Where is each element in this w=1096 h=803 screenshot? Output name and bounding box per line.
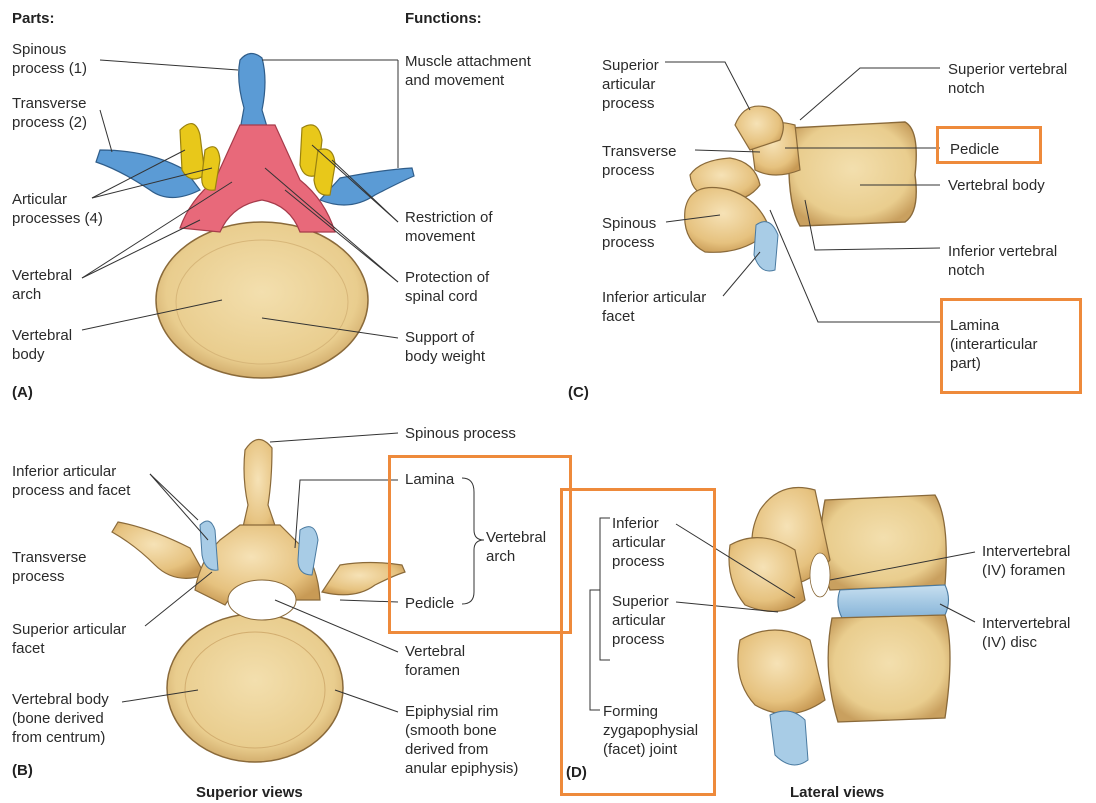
leader-b-superior [145,572,212,626]
panel-a-vertebra [96,53,414,378]
transverse-process-left-b [112,522,205,578]
label-b-spinous: Spinous process [405,424,516,443]
iv-foramen-d [810,553,830,597]
leader-b-rim [335,690,398,712]
leader-c-inferior [723,252,760,296]
panel-d-vertebrae [729,488,950,765]
highlight-pedicle-c [936,126,1042,164]
lower-process-d [738,630,825,714]
vertebral-foramen-b [228,580,296,620]
panel-letter-c: (C) [568,384,589,401]
leader-b-spinous [270,433,398,442]
leader-c-superior [665,62,750,110]
leader-a-spinous [100,60,238,70]
inferior-facet-c [754,222,778,271]
vertebral-body-a [156,222,368,378]
highlight-lamina-c [940,298,1082,394]
inferior-facet-d [770,711,808,765]
spinous-process-a [239,53,268,130]
label-d-iv-foramen: Intervertebral(IV) foramen [982,542,1070,580]
lower-body-d [828,615,950,722]
iv-disc-d [838,585,949,618]
label-c-inferior-notch: Inferior vertebralnotch [948,242,1057,280]
panel-letter-a: (A) [12,384,33,401]
leader-b-inferior-2 [150,474,198,520]
functions-heading: Functions: [405,10,482,27]
panel-letter-b: (B) [12,762,33,779]
vertebral-body-c [789,122,917,226]
label-d-iv-disc: Intervertebral(IV) disc [982,614,1070,652]
leader-b-inferior-1 [150,474,208,540]
upper-body-d [821,495,946,590]
leader-c-sup-notch [800,68,940,120]
vertebral-body-b [167,614,343,762]
caption-lateral-views: Lateral views [790,784,884,801]
highlight-facet-joint-d [560,488,716,796]
inferior-facet-right-b [298,527,318,575]
leader-a-transverse [100,110,112,152]
leader-c-lamina [770,210,940,322]
label-c-vertebral-body: Vertebral body [948,176,1045,195]
middle-process-d [729,538,805,612]
highlight-vertebral-arch-b [388,455,572,634]
parts-heading: Parts: [12,10,55,27]
panel-c-vertebra [685,106,917,271]
caption-superior-views: Superior views [196,784,303,801]
inferior-facet-left-b [200,521,218,570]
